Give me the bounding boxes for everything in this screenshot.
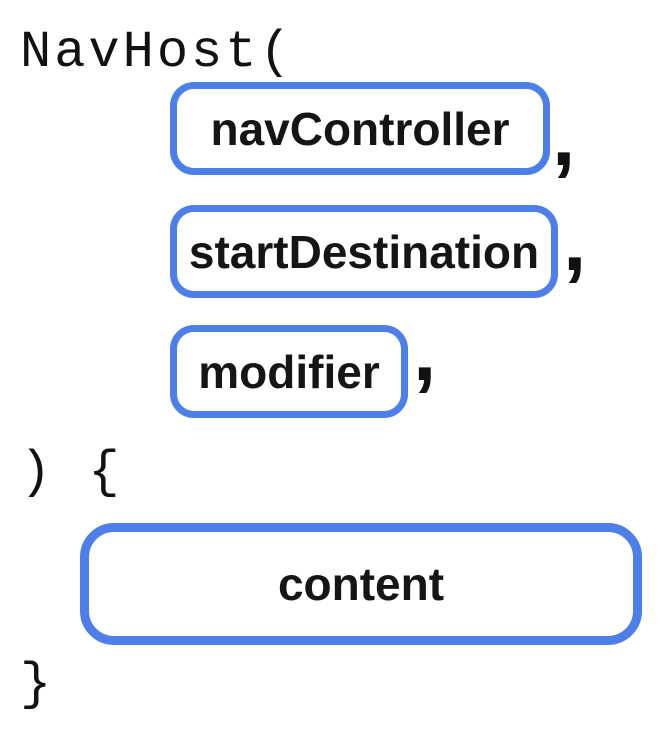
comma-after-modifier: ,	[413, 304, 437, 398]
param-box-modifier: modifier	[170, 325, 408, 418]
content-box: content	[80, 523, 642, 645]
param-box-startdestination: startDestination	[170, 205, 558, 298]
code-function-open: NavHost(	[20, 23, 294, 82]
comma-after-startdestination: ,	[563, 194, 587, 288]
code-params-close-body-open: ) {	[20, 443, 123, 502]
param-label-modifier: modifier	[198, 345, 380, 398]
code-body-close: }	[20, 655, 55, 714]
param-label-navcontroller: navController	[210, 102, 510, 155]
comma-after-navcontroller: ,	[552, 89, 576, 183]
param-box-navcontroller: navController	[170, 82, 550, 175]
content-label: content	[277, 558, 445, 610]
param-label-startdestination: startDestination	[188, 225, 540, 278]
